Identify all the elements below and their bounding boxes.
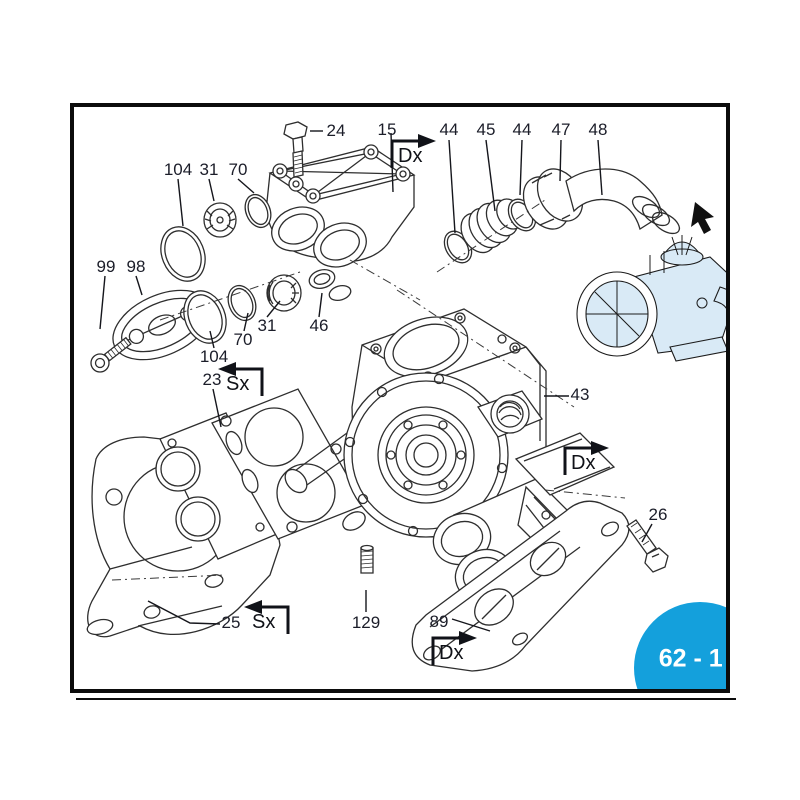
part-elbow-48 (565, 168, 681, 235)
frame-shadow-line (76, 698, 736, 700)
part-label-45: 45 (476, 120, 496, 139)
left-arrow-icon (244, 600, 290, 634)
direction-marker-label: Dx (439, 642, 464, 664)
part-label-48: 48 (588, 120, 608, 139)
part-label-70-lower: 70 (233, 330, 253, 349)
part-label-44-a: 44 (439, 120, 459, 139)
right-arrow-icon (431, 631, 477, 665)
part-label-31-lower: 31 (257, 316, 277, 335)
direction-marker-dx-top: Dx (388, 132, 440, 172)
part-bolt-24 (283, 121, 308, 178)
part-label-99: 99 (96, 257, 116, 276)
part-gasket (155, 412, 285, 560)
part-label-31-upper: 31 (199, 160, 219, 179)
leader-lines (99, 130, 653, 632)
page-number-text: 62 - 1 (658, 644, 723, 673)
direction-marker-dx-mid: Dx (561, 439, 613, 479)
part-manifold-15 (265, 144, 416, 268)
part-label-104-lower: 104 (199, 347, 229, 366)
direction-marker-label: Dx (571, 452, 596, 474)
part-oring-70-upper (244, 193, 272, 229)
direction-marker-label: Dx (398, 145, 423, 167)
exploded-diagram-art (86, 121, 726, 672)
direction-marker-label: Sx (226, 373, 250, 395)
part-plate-23 (211, 388, 365, 540)
part-bracket-89 (411, 500, 630, 672)
right-arrow-icon (390, 134, 436, 168)
part-label-24: 24 (326, 121, 346, 140)
pump-photo-thumbnail (576, 235, 726, 362)
part-label-104-upper: 104 (163, 160, 193, 179)
part-oring-70-lower (227, 284, 257, 322)
part-label-44-b: 44 (512, 120, 532, 139)
cursor-arrow-icon (691, 202, 714, 234)
part-label-26: 26 (648, 505, 668, 524)
part-label-43: 43 (570, 385, 590, 404)
part-label-89: 89 (429, 612, 449, 631)
part-oring-104-lower (183, 290, 227, 344)
part-oring-104-upper (160, 226, 206, 282)
part-label-98: 98 (126, 257, 146, 276)
direction-marker-sx-upper: Sx (214, 360, 266, 400)
part-label-129: 129 (351, 613, 381, 632)
diagram-frame: 24 15 44 45 44 47 48 104 31 70 99 98 31 … (70, 103, 730, 693)
part-washer-46 (308, 268, 352, 302)
part-label-23: 23 (202, 370, 222, 389)
right-arrow-icon (563, 441, 609, 475)
part-bolt-26 (626, 519, 669, 573)
left-arrow-icon (218, 362, 264, 396)
part-stud-129 (360, 544, 374, 574)
part-label-46: 46 (309, 316, 329, 335)
part-screw-99 (90, 336, 132, 373)
part-plug-31-lower (266, 274, 302, 312)
direction-marker-dx-bottom: Dx (429, 629, 481, 669)
direction-marker-label: Sx (252, 611, 276, 633)
center-lines (111, 199, 626, 581)
part-label-47: 47 (551, 120, 571, 139)
part-label-15: 15 (377, 120, 397, 139)
part-label-25: 25 (221, 613, 241, 632)
part-label-70-upper: 70 (228, 160, 248, 179)
part-pump-body-43 (284, 308, 547, 538)
direction-marker-sx-lower: Sx (240, 598, 292, 638)
part-plug-31-upper (203, 202, 237, 238)
